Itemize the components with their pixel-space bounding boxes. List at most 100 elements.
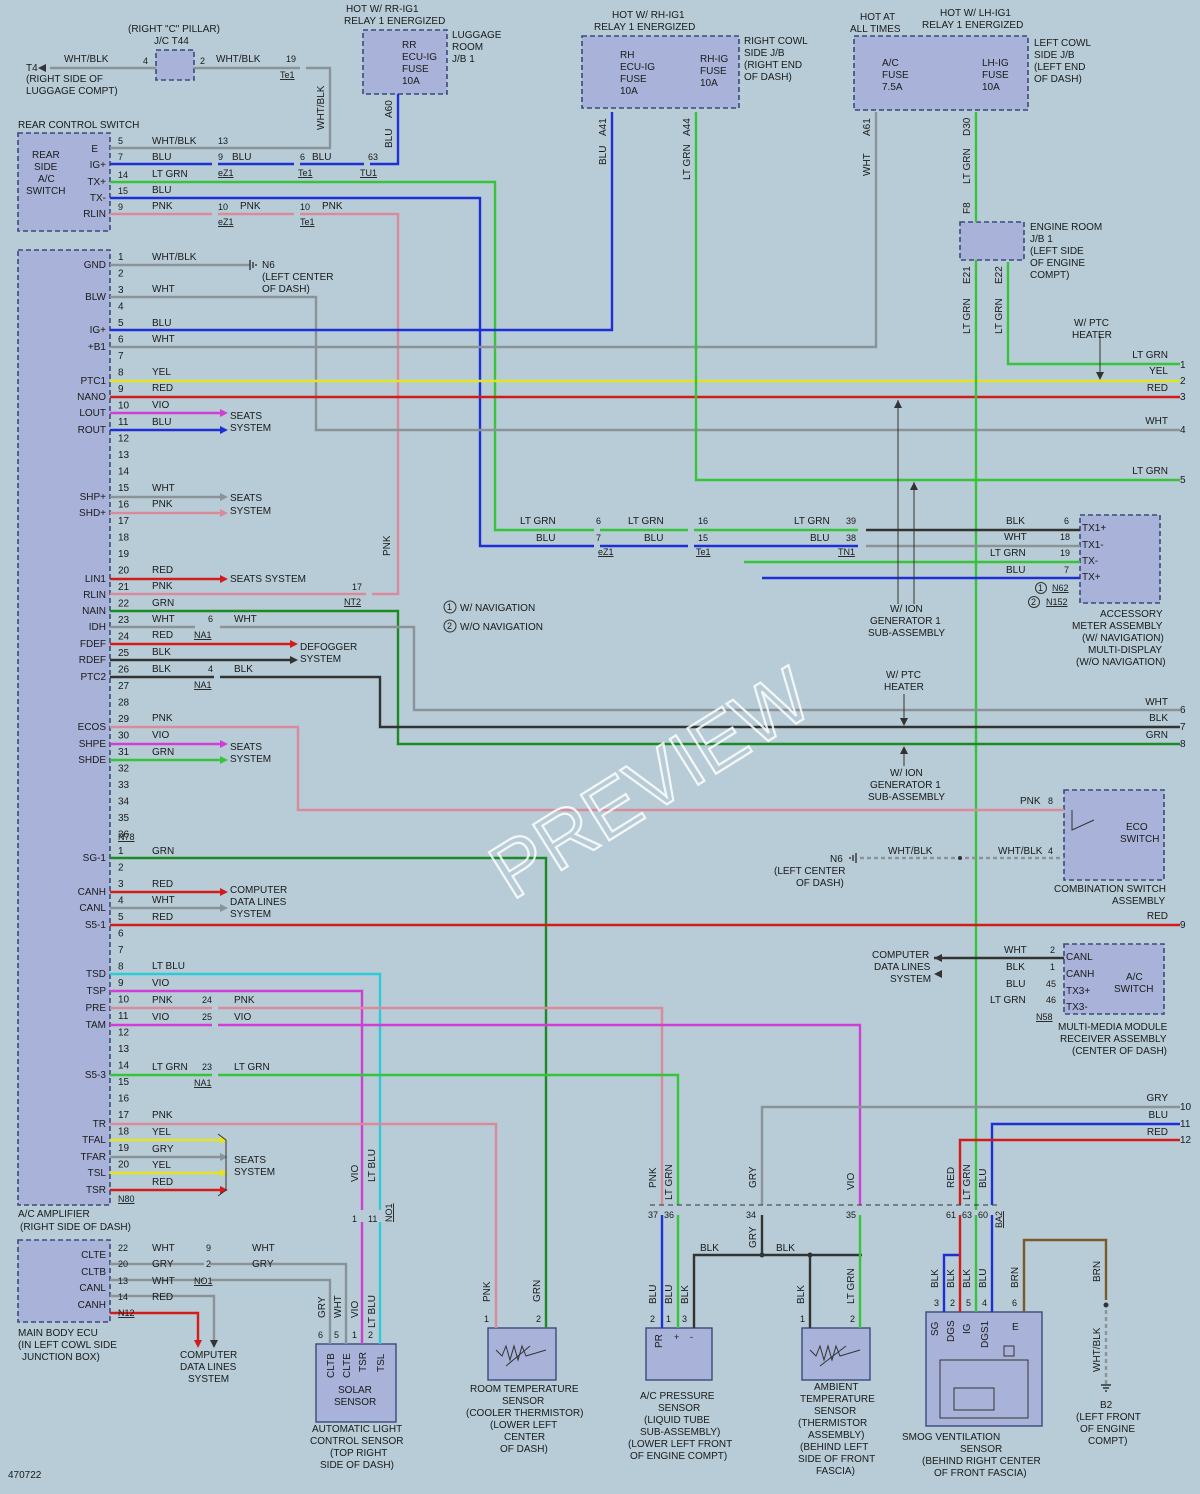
svg-text:14: 14 [118, 170, 128, 180]
amp-pin-number: 30 [118, 731, 130, 742]
svg-text:BLK: BLK [680, 1285, 691, 1304]
svg-text:2: 2 [536, 1314, 541, 1324]
svg-text:IG: IG [962, 1323, 973, 1334]
wire-tsp [110, 989, 364, 1210]
svg-text:BLK: BLK [946, 1269, 957, 1288]
svg-text:BLK: BLK [700, 1243, 719, 1254]
svg-text:BLK: BLK [776, 1243, 795, 1254]
svg-text:19: 19 [286, 54, 296, 64]
ejb-4: OF ENGINE [1030, 258, 1085, 269]
hot-rr-1: HOT W/ RR-IG1 [346, 4, 419, 15]
svg-text:ROOM TEMPERATURE: ROOM TEMPERATURE [470, 1384, 579, 1395]
svg-text:GRY: GRY [748, 1166, 759, 1188]
svg-text:eZ1: eZ1 [598, 547, 614, 557]
svg-text:A/C AMPLIFIER: A/C AMPLIFIER [18, 1209, 90, 1220]
svg-text:15: 15 [118, 186, 128, 196]
wire-label: BLU [152, 152, 171, 163]
svg-text:BRN: BRN [1092, 1261, 1103, 1282]
svg-text:RED: RED [152, 383, 173, 394]
svg-text:PTC1: PTC1 [80, 376, 106, 387]
pressure-sensor-box [645, 1327, 713, 1381]
svg-text:YEL: YEL [152, 367, 171, 378]
svg-text:1: 1 [800, 1314, 805, 1324]
svg-text:(BEHIND RIGHT CENTER: (BEHIND RIGHT CENTER [922, 1456, 1041, 1467]
svg-text:PNK: PNK [234, 995, 255, 1006]
svg-text:Te1: Te1 [696, 547, 711, 557]
amp-wire-labels-2: GRN RED WHT RED COMPUTER DATA LINES SYST… [152, 846, 287, 1197]
svg-text:FASCIA): FASCIA) [816, 1466, 855, 1477]
svg-text:2: 2 [200, 56, 205, 66]
svg-text:ROUT: ROUT [78, 425, 106, 436]
vlabel: LT GRN [962, 148, 973, 184]
t4-label: T4 [26, 63, 38, 74]
svg-text:PNK: PNK [152, 1110, 173, 1121]
svg-text:N12: N12 [118, 1308, 135, 1318]
svg-text:TR: TR [93, 1119, 106, 1130]
t4-desc-1: (RIGHT SIDE OF [26, 74, 103, 85]
svg-text:GRY: GRY [748, 1226, 759, 1248]
amp-pin-number: 27 [118, 681, 130, 692]
svg-text:YEL: YEL [1149, 366, 1168, 377]
ac-fuse-3: 7.5A [882, 82, 903, 93]
svg-text:CLTB: CLTB [81, 1267, 106, 1278]
svg-text:TFAR: TFAR [80, 1152, 106, 1163]
amp-pin-number: 3 [118, 879, 124, 890]
svg-text:1: 1 [666, 1314, 671, 1324]
svg-text:TX1+: TX1+ [1082, 523, 1106, 534]
svg-text:VIO: VIO [350, 1165, 361, 1182]
svg-text:SYSTEM: SYSTEM [230, 909, 271, 920]
svg-text:DATA LINES: DATA LINES [874, 962, 931, 973]
svg-text:IDH: IDH [89, 622, 106, 633]
svg-text:WHT: WHT [152, 334, 175, 345]
wire-blu-11 [990, 1122, 1180, 1205]
svg-text:5: 5 [1180, 475, 1186, 486]
svg-text:BLU: BLU [664, 1285, 675, 1304]
rh-fuse1-3: FUSE [620, 74, 647, 85]
svg-text:SUB-ASSEMBLY: SUB-ASSEMBLY [868, 628, 945, 639]
vlabel: LT GRN [994, 298, 1005, 334]
meter-assembly: TX1+ TX1- TX- TX+ 1 N62 2 N152 ACCESSORY… [1028, 523, 1166, 668]
amp-pin-number: 16 [118, 500, 130, 511]
rh-fuse2-2: FUSE [700, 66, 727, 77]
amp-pins-1: GND BLW IG+ +B1 PTC1 NANO LOUT ROUT SHP+… [77, 260, 134, 842]
svg-text:LT GRN: LT GRN [990, 995, 1026, 1006]
right-edge-labels-1: LT GRN YEL RED WHT LT GRN WHT BLK GRN RE… [868, 318, 1192, 1146]
svg-text:23: 23 [202, 1062, 212, 1072]
rh-fuse-box [581, 35, 740, 109]
svg-text:(LOWER LEFT: (LOWER LEFT [490, 1420, 557, 1431]
amp-pin-number: 6 [118, 929, 124, 940]
rear-switch-title: REAR CONTROL SWITCH [18, 120, 139, 131]
amp-pin-number: 15 [118, 1077, 130, 1088]
svg-text:COMPUTER: COMPUTER [180, 1350, 237, 1361]
svg-text:TX1-: TX1- [1082, 540, 1104, 551]
svg-text:BLK: BLK [930, 1269, 941, 1288]
svg-text:CONTROL SENSOR: CONTROL SENSOR [310, 1436, 404, 1447]
svg-text:LT GRN: LT GRN [520, 516, 556, 527]
amp-pin-number: 10 [118, 995, 130, 1006]
amp-pin-number: 3 [118, 285, 124, 296]
svg-text:VIO: VIO [846, 1173, 857, 1190]
ac-fuse-1: A/C [882, 58, 899, 69]
svg-text:TFAL: TFAL [82, 1135, 106, 1146]
svg-text:CANL: CANL [79, 1283, 106, 1294]
svg-text:(W/ NAVIGATION): (W/ NAVIGATION) [1082, 633, 1164, 644]
svg-text:OF FRONT FASCIA): OF FRONT FASCIA) [934, 1468, 1027, 1479]
svg-text:RED: RED [1147, 383, 1168, 394]
svg-text:NA1: NA1 [194, 1078, 212, 1088]
ejb-1: ENGINE ROOM [1030, 222, 1102, 233]
t4-desc-2: LUGGAGE COMPT) [26, 86, 118, 97]
svg-text:CLTB: CLTB [326, 1353, 337, 1378]
svg-text:RDEF: RDEF [79, 655, 106, 666]
amp-pin-number: 20 [118, 1160, 130, 1171]
amp-pin-number: 21 [118, 582, 130, 593]
svg-text:(W/O NAVIGATION): (W/O NAVIGATION) [1076, 657, 1166, 668]
svg-text:LT GRN: LT GRN [628, 516, 664, 527]
rcowl-3: (RIGHT END [744, 60, 802, 71]
svg-text:ECO: ECO [1126, 822, 1148, 833]
svg-text:SHP+: SHP+ [80, 492, 107, 503]
svg-text:WHT: WHT [1004, 532, 1027, 543]
amp-pin-number: 12 [118, 434, 130, 445]
svg-text:RECEIVER ASSEMBLY: RECEIVER ASSEMBLY [1060, 1034, 1167, 1045]
